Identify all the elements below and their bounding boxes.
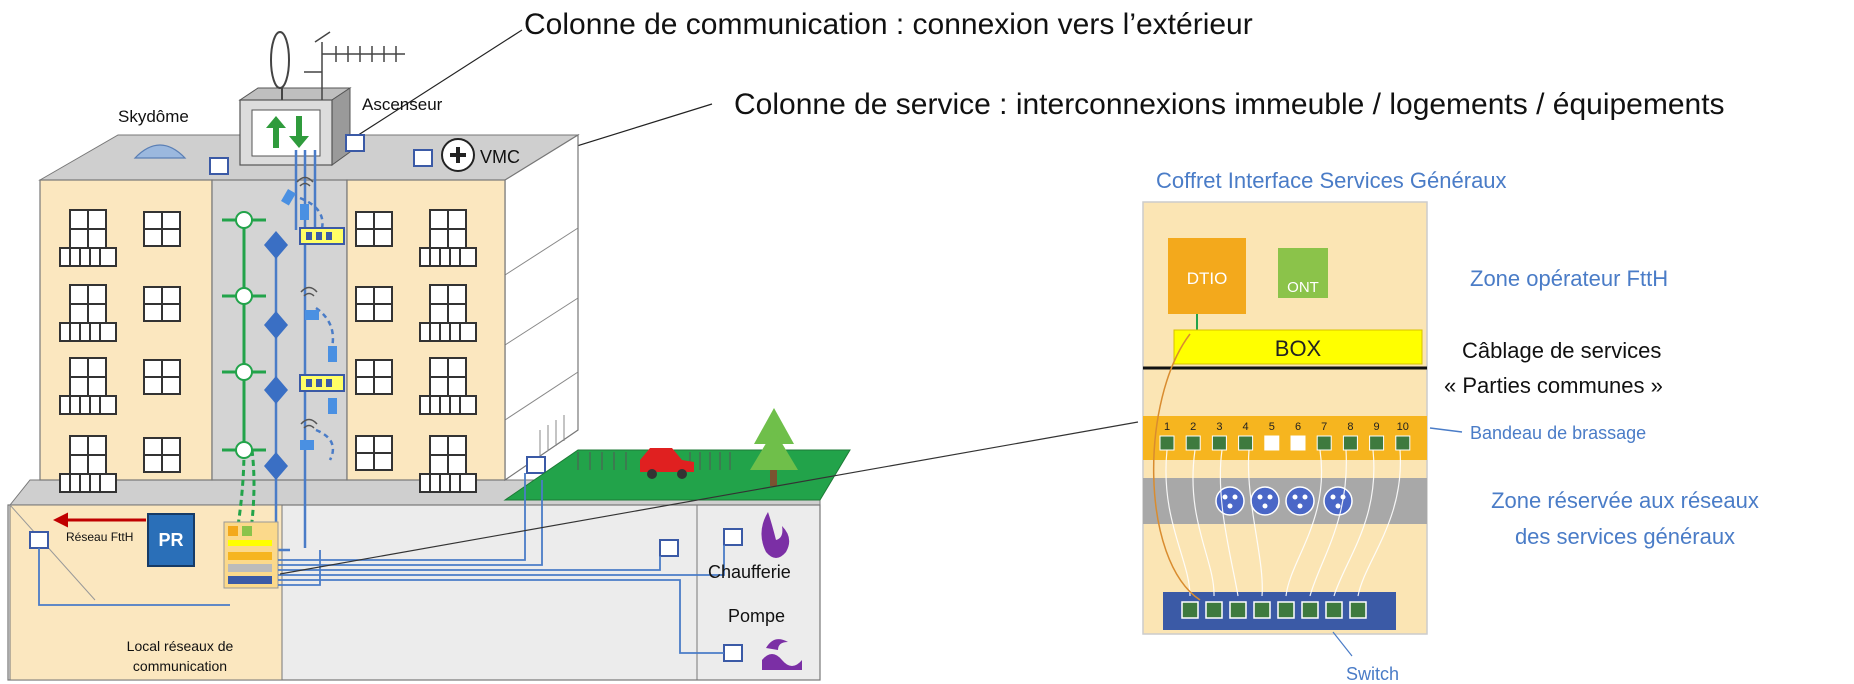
cabling-label-2: « Parties communes »: [1444, 373, 1663, 398]
switch-port: [1277, 601, 1295, 619]
dtio-label: DTIO: [1187, 269, 1228, 288]
switch-port: [1205, 601, 1223, 619]
patch-port: [1342, 435, 1358, 451]
rj-socket-icon: [1215, 486, 1245, 516]
elevator-panel: [251, 109, 321, 157]
communication-column-label: Colonne de communication : connexion ver…: [524, 8, 1253, 41]
tree-icon: [750, 408, 798, 486]
switch-port: [1181, 601, 1199, 619]
port-number-label: 6: [1295, 421, 1301, 433]
switch-port: [1253, 601, 1271, 619]
patch-port: [1238, 435, 1254, 451]
box-block: [1173, 329, 1423, 365]
up-arrow-icon: [266, 116, 286, 148]
fire-icon: [761, 512, 790, 558]
cabinet-title: Coffret Interface Services Généraux: [1156, 168, 1507, 193]
fiber-cord: [1153, 333, 1201, 601]
elevator-label: Ascenseur: [362, 95, 443, 114]
floor-switch-icon: [299, 227, 345, 392]
building: Skydôme Ascenseur VMC: [7, 31, 851, 681]
divider: [9, 504, 96, 601]
patch-cords: [1165, 449, 1401, 597]
switch-port: [1325, 601, 1343, 619]
port-number-label: 10: [1397, 421, 1409, 433]
right-windows: [355, 209, 477, 493]
boiler-room-label: Chaufferie: [708, 562, 791, 582]
socket-icon: [29, 134, 743, 662]
ont-label: ONT: [1287, 279, 1319, 296]
side-wall: [504, 133, 579, 482]
patch-port: [1369, 435, 1385, 451]
skydome-label: Skydôme: [118, 107, 189, 126]
pr-label: PR: [158, 530, 183, 550]
port-number-label: 3: [1216, 421, 1222, 433]
dtio-box: [1168, 238, 1246, 314]
reserved-zone: [1143, 478, 1427, 524]
patch-port: [1159, 435, 1175, 451]
switch-port: [1301, 601, 1319, 619]
patch-port: [1264, 435, 1280, 451]
wifi-icon: [296, 176, 318, 429]
cabinet-detail: Coffret Interface Services Généraux DTIO…: [1142, 168, 1759, 684]
rj-socket-icon: [1285, 486, 1315, 516]
wave-icon: [762, 639, 802, 670]
switch-port: [1349, 601, 1367, 619]
pump-label: Pompe: [728, 606, 785, 626]
zone-ftth-label: Zone opérateur FttH: [1470, 266, 1668, 291]
rj-socket-icon: [1323, 486, 1353, 516]
port-number-label: 1: [1164, 421, 1170, 433]
patch-port: [1395, 435, 1411, 451]
vmc-label: VMC: [480, 147, 520, 167]
patch-port: [1316, 435, 1332, 451]
left-windows: [59, 209, 181, 493]
port-number-label: 2: [1190, 421, 1196, 433]
port-number-label: 5: [1269, 421, 1275, 433]
port-number-label: 9: [1374, 421, 1380, 433]
patch-port: [1185, 435, 1201, 451]
elevator-roof: [238, 87, 352, 101]
port-number-label: 7: [1321, 421, 1327, 433]
patch-port: [1290, 435, 1306, 451]
reserved-zone-label-1: Zone réservée aux réseaux: [1491, 488, 1759, 513]
zoom-leader-line: [279, 421, 1139, 575]
switch-ports: [1181, 601, 1367, 619]
rj-socket-icon: [1250, 486, 1280, 516]
port-number-label: 8: [1347, 421, 1353, 433]
header-communication: Colonne de communication : connexion ver…: [231, 8, 1253, 217]
down-arrow-icon: [289, 116, 309, 148]
service-column-label: Colonne de service : interconnexions imm…: [734, 88, 1725, 121]
patch-panel-label: Bandeau de brassage: [1470, 423, 1646, 443]
satellite-dish-icon: [270, 31, 290, 89]
car-icon: [640, 448, 694, 479]
patch-port-numbers: 1 2 3 4 5 6 7 8 9 10: [1164, 421, 1409, 433]
elevator-side: [331, 87, 351, 166]
header-service: Colonne de service : interconnexions imm…: [299, 88, 1725, 233]
port-number-label: 4: [1243, 421, 1249, 433]
rj-sockets: [1215, 486, 1353, 516]
cabling-label-1: Câblage de services: [1462, 338, 1661, 363]
device-icon: [281, 188, 337, 450]
switch-label: Switch: [1346, 664, 1399, 684]
patch-port: [1211, 435, 1227, 451]
side-wall-lines: [504, 227, 579, 456]
pr-box: [147, 513, 195, 567]
skydome-icon: [133, 144, 187, 159]
reserved-zone-label-2: des services généraux: [1515, 524, 1735, 549]
box-label: BOX: [1275, 336, 1322, 361]
patch-panel: [1143, 416, 1427, 460]
ftth-network-label: Réseau FttH: [66, 530, 133, 544]
patch-ports: [1159, 435, 1411, 451]
network-room-label-2: communication: [133, 658, 227, 674]
comm-node-icon: [235, 211, 253, 459]
switch-port: [1229, 601, 1247, 619]
ont-box: [1278, 248, 1328, 298]
antenna-icon: [304, 31, 405, 100]
network-room-label-1: Local réseaux de: [127, 638, 234, 654]
diamond-node-icon: [264, 231, 288, 480]
